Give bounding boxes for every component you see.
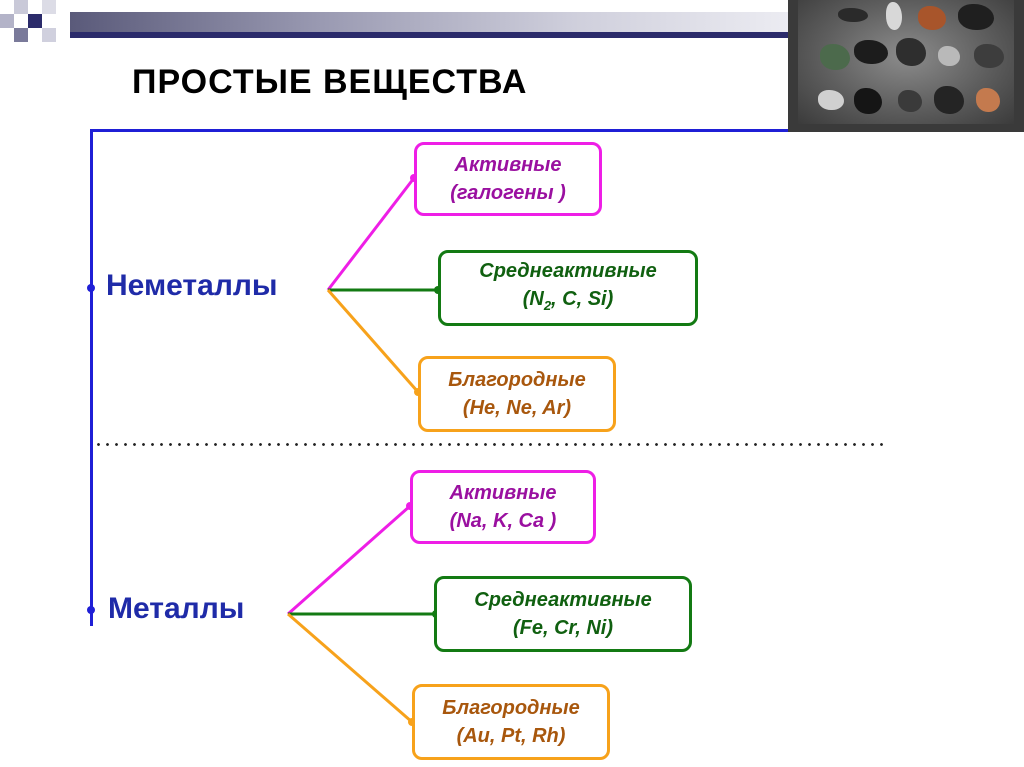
page-title: ПРОСТЫЕ ВЕЩЕСТВА [132,63,528,101]
box-nonmetals-active: Активные (галогены ) [414,142,602,216]
group-label-metals: Металлы [108,592,245,625]
box-examples: (Au, Pt, Rh) [456,725,566,747]
frame-line-left [90,129,93,626]
box-metals-noble: Благородные (Au, Pt, Rh) [412,684,610,760]
box-title: Среднеактивные [479,259,657,282]
box-examples: (галогены ) [450,182,566,204]
header-navy-bar [70,32,790,38]
frame-line-top [90,129,788,132]
box-title: Активные [454,154,562,176]
formula-suffix: , C, Si) [551,287,614,310]
group-label-nonmetals: Неметаллы [106,269,278,302]
connector-nonmetals-active [326,177,416,291]
box-nonmetals-noble: Благородные (He, Ne, Ar) [418,356,616,432]
box-examples: (Na, K, Ca ) [449,510,557,532]
formula-subscript: 2 [543,297,552,313]
bullet-nonmetals [87,284,95,292]
box-examples: (He, Ne, Ar) [462,397,572,419]
bullet-metals [87,606,95,614]
connector-nonmetals-noble [326,289,420,393]
minerals-photo [788,0,1024,132]
box-title: Среднеактивные [474,589,652,611]
box-examples: (Fe, Cr, Ni) [512,617,613,639]
formula-prefix: (N [522,287,544,310]
box-nonmetals-medium: Среднеактивные (N2, C, Si) [438,250,698,326]
dotted-separator [94,443,884,446]
connector-metals-noble [287,612,413,724]
decorative-squares [0,0,80,60]
box-examples: (N2, C, Si) [523,285,614,320]
connector-metals-active [287,504,411,616]
box-title: Активные [449,482,557,504]
box-title: Благородные [448,369,586,391]
box-title: Благородные [442,697,580,719]
header-gradient-bar [70,12,790,32]
box-metals-medium: Среднеактивные (Fe, Cr, Ni) [434,576,692,652]
box-metals-active: Активные (Na, K, Ca ) [410,470,596,544]
